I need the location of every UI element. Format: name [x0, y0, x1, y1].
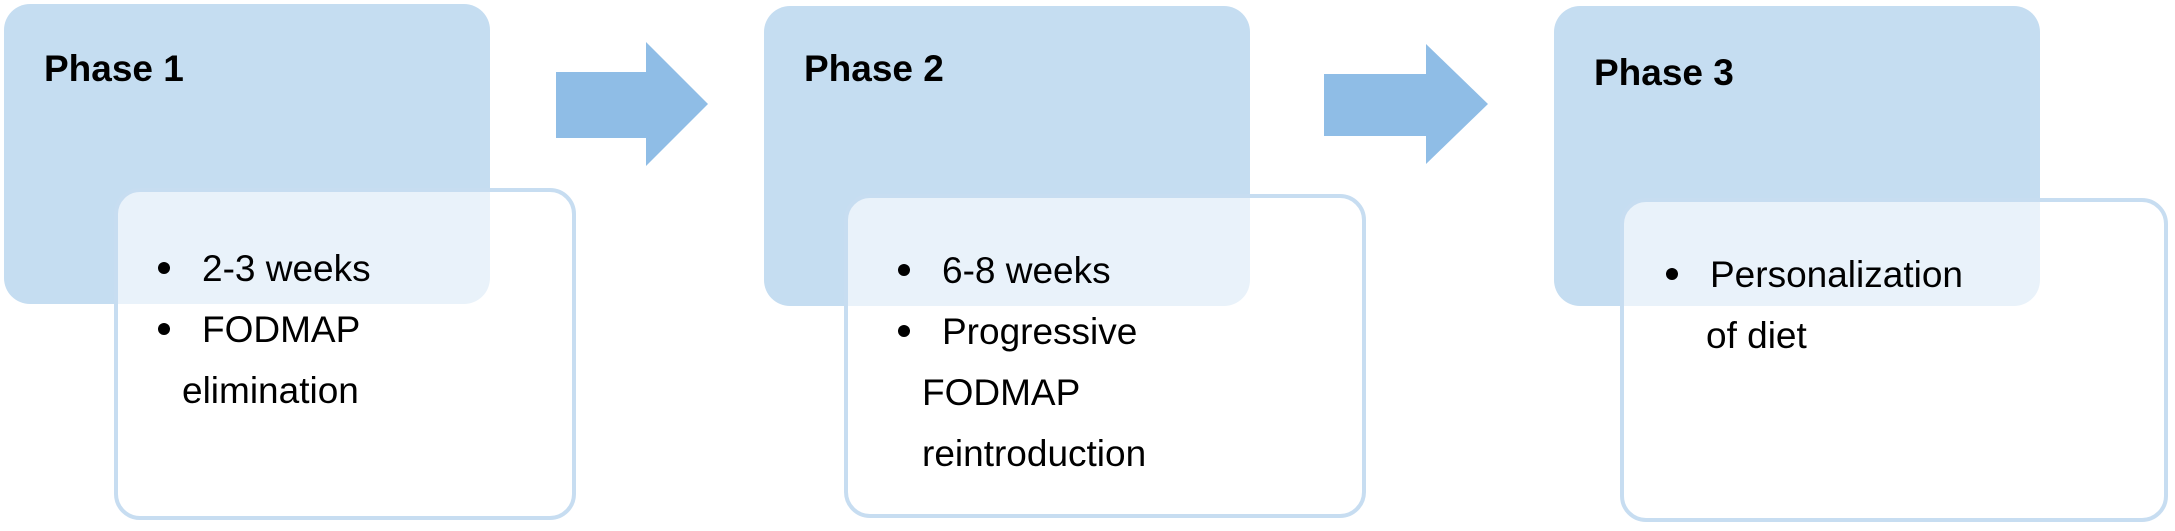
phase-3-bullet-list: Personalization of diet [1666, 244, 1963, 366]
phase-2-details: 6-8 weeks Progressive FODMAP reintroduct… [844, 194, 1366, 518]
list-item: Personalization of diet [1666, 244, 1963, 366]
bullet-text: FODMAP [202, 309, 361, 350]
arrow-shape [556, 42, 708, 166]
list-item: 6-8 weeks [898, 240, 1146, 301]
bullet-text-continued: of diet [1706, 315, 1807, 356]
list-item: 2-3 weeks [158, 238, 371, 299]
arrow-shape [1324, 44, 1488, 164]
bullet-icon [158, 323, 170, 335]
bullet-icon [898, 325, 910, 337]
bullet-icon [1666, 268, 1678, 280]
list-item: Progressive FODMAP reintroduction [898, 301, 1146, 484]
list-item: FODMAP elimination [158, 299, 371, 421]
bullet-text-continued: reintroduction [922, 433, 1147, 474]
bullet-icon [158, 262, 170, 274]
phase-1-title: Phase 1 [44, 48, 184, 89]
phase-3-details: Personalization of diet [1620, 198, 2168, 522]
arrow-right-icon [1324, 44, 1488, 164]
phase-2-title: Phase 2 [804, 48, 944, 89]
bullet-text-continued: FODMAP [922, 372, 1081, 413]
bullet-text-continued: elimination [182, 370, 359, 411]
bullet-text: Progressive [942, 311, 1138, 352]
phase-1-bullet-list: 2-3 weeks FODMAP elimination [158, 238, 371, 421]
phase-1-details: 2-3 weeks FODMAP elimination [114, 188, 576, 520]
bullet-text: Personalization [1710, 254, 1963, 295]
arrow-right-icon [556, 42, 708, 166]
bullet-text: 6-8 weeks [942, 250, 1111, 291]
bullet-text: 2-3 weeks [202, 248, 371, 289]
phase-2-bullet-list: 6-8 weeks Progressive FODMAP reintroduct… [898, 240, 1146, 484]
bullet-icon [898, 264, 910, 276]
phase-3-title: Phase 3 [1594, 52, 1734, 93]
